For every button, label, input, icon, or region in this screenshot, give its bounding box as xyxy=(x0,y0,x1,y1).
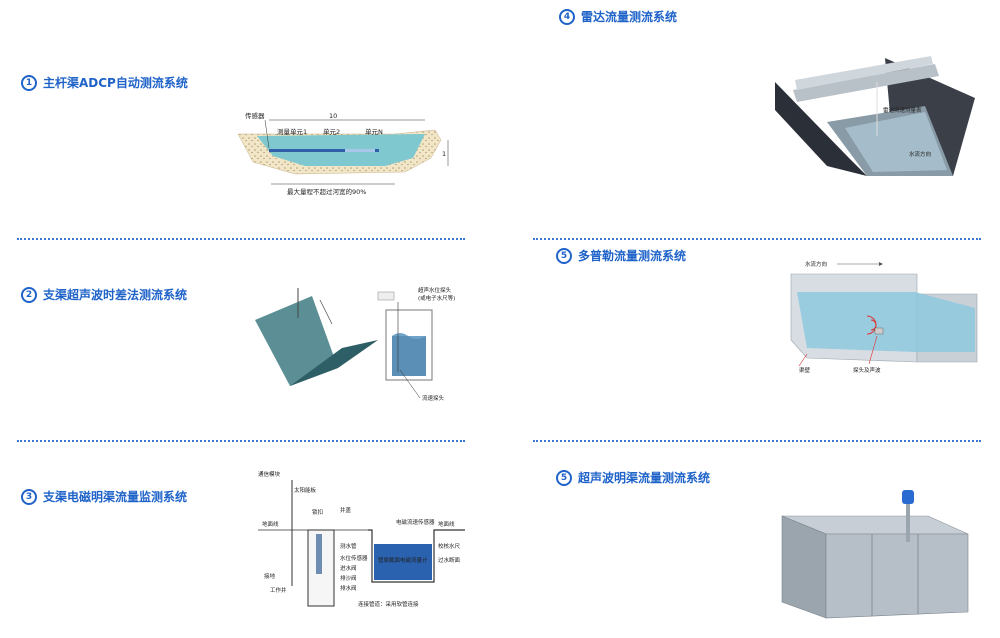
inlet-valve-label: 进水阀 xyxy=(340,564,357,572)
section-title-text: 主杆渠ADCP自动测流系统 xyxy=(43,76,188,90)
section-title-5: 5 多普勒流量测流系统 xyxy=(556,247,686,264)
ultrasonic-flume-diagram xyxy=(781,490,969,619)
solar-panel-label: 太阳能板 xyxy=(294,486,317,494)
bridge-beam xyxy=(793,64,939,102)
doppler-water xyxy=(797,292,975,352)
section-title-text: 支渠电磁明渠流量监测系统 xyxy=(43,490,188,504)
probe-sub-label: (或电子水尺等) xyxy=(418,294,455,302)
section-number-badge: 2 xyxy=(21,286,37,303)
section-title-4: 4 雷达流量测流系统 xyxy=(559,8,677,25)
bottom-wall-label: 渠壁 xyxy=(799,366,811,374)
ground-right-label: 地面线 xyxy=(438,520,455,528)
sensor-mast xyxy=(906,502,910,542)
comm-module-label: 通信模块 xyxy=(258,470,281,478)
range-note: 最大量程不超过河宽的90% xyxy=(287,187,366,196)
check-ruler-label: 校核水尺 xyxy=(438,542,461,550)
divider-right-2 xyxy=(533,440,981,442)
section-title-text: 多普勒流量测流系统 xyxy=(578,249,687,263)
channel-water xyxy=(374,544,432,580)
intake-pipe-label: 测水管 xyxy=(340,542,357,550)
channel-text: 管渠截面电磁流量计 xyxy=(378,556,428,564)
flume-front-left xyxy=(781,515,827,619)
sand-valve-label: 排沙阀 xyxy=(340,574,357,582)
section-title-2: 2 支渠超声波时差法测流系统 xyxy=(21,286,187,303)
ultrasonic-sensor xyxy=(902,490,914,504)
probe-label: 探头及声波 xyxy=(853,366,881,374)
width-value: 10 xyxy=(329,112,337,120)
section-number-badge: 5 xyxy=(556,247,572,264)
section-water xyxy=(392,336,426,376)
bridge-beam-2 xyxy=(795,56,933,90)
radar-label: 雷达流速测量表 xyxy=(883,106,922,114)
section-title-3: 3 支渠电磁明渠流量监测系统 xyxy=(21,488,187,505)
intake-tube xyxy=(316,534,322,574)
doppler-channel-diagram: 水流方向 渠壁 探头及声波 xyxy=(790,260,978,374)
grounding-label: 接地 xyxy=(264,572,276,580)
section-title-6: 5 超声波明渠流量测流系统 xyxy=(556,469,710,486)
sensor-beam xyxy=(269,149,379,152)
channel-outline xyxy=(368,529,465,583)
flow-probe-label: 流速探头 xyxy=(422,394,445,402)
channel-right-wall xyxy=(290,340,378,386)
unit2-label: 单元2 xyxy=(323,127,340,136)
well-cover-label: 井盖 xyxy=(340,506,352,514)
divider-left-2 xyxy=(17,440,465,442)
unitN-label: 单元N xyxy=(365,127,383,136)
section-title-text: 支渠超声波时差法测流系统 xyxy=(43,288,188,302)
radar-flow-dir: 水流方向 xyxy=(909,150,931,158)
em-sensor-label: 电磁流速传感器 xyxy=(396,518,435,526)
ground-left-label: 地面线 xyxy=(262,520,279,528)
section-number-badge: 5 xyxy=(556,469,572,486)
ultrasonic-channel-diagram: 超声水位探头 (或电子水尺等) 流速探头 xyxy=(255,286,455,402)
depth-value: 1 xyxy=(442,150,446,158)
level-sensor-label: 水位传感器 xyxy=(340,554,368,562)
doppler-flow-dir: 水流方向 xyxy=(805,260,827,268)
unit1-label: 测量单元1 xyxy=(277,127,307,136)
work-well-label: 工作井 xyxy=(270,586,287,594)
drain-valve-label: 排水阀 xyxy=(340,584,357,592)
lock-label: 锁扣 xyxy=(312,508,323,516)
adcp-cross-section-diagram: 传感器 10 测量单元1 单元2 单元N 1 最大量程不超过河宽的90% xyxy=(237,111,449,196)
radar-channel-diagram: 雷达流速测量表 水流方向 xyxy=(775,56,975,176)
doppler-probe xyxy=(874,327,884,335)
em-open-channel-diagram: 通信模块 太阳能板 锁扣 井盖 地面线 测水管 水位传感器 进水阀 排沙阀 排水… xyxy=(258,470,465,608)
section-number-badge: 3 xyxy=(21,488,37,505)
divider-right-1 xyxy=(533,238,981,240)
section-title-text: 雷达流量测流系统 xyxy=(581,10,678,24)
note-label: 连接管道：采用软管连接 xyxy=(358,600,419,608)
sensor-beam-fade xyxy=(345,149,375,152)
section-title-1: 1 主杆渠ADCP自动测流系统 xyxy=(21,74,188,91)
section-number-badge: 1 xyxy=(21,74,37,91)
channel-dark-wall xyxy=(775,82,867,176)
section-title-text: 超声波明渠流量测流系统 xyxy=(578,471,711,485)
sensor-label: 传感器 xyxy=(245,111,265,120)
section-number-badge: 4 xyxy=(559,8,575,25)
probe-label: 超声水位探头 xyxy=(418,286,452,294)
flume-front xyxy=(825,533,969,619)
section-label: 过水断面 xyxy=(438,556,461,564)
channel-left-wall xyxy=(255,296,338,386)
divider-left-1 xyxy=(17,238,465,240)
water-surface xyxy=(845,112,947,172)
